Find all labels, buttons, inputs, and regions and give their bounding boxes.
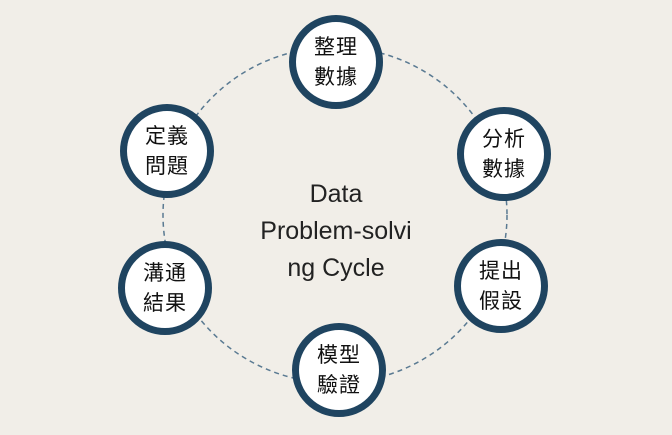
node-analyze-data-line-2: 數據 [482, 157, 526, 181]
node-model-validation-line-1: 模型 [317, 343, 361, 367]
cycle-title-line-2: Problem-solvi [260, 217, 412, 245]
node-propose-hypothesis: 提出 假設 [454, 239, 548, 333]
node-organize-data: 整理 數據 [289, 15, 383, 109]
node-analyze-data: 分析 數據 [457, 107, 551, 201]
cycle-title-line-1: Data [309, 180, 363, 208]
dashed-cycle-connector [162, 46, 508, 384]
node-model-validation: 模型 驗證 [292, 323, 386, 417]
node-define-problem-line-1: 定義 [145, 124, 189, 148]
node-communicate-results-line-2: 結果 [143, 291, 187, 315]
node-define-problem-line-2: 問題 [145, 154, 189, 178]
node-communicate-results: 溝通 結果 [118, 241, 212, 335]
node-communicate-results-line-1: 溝通 [143, 261, 187, 285]
node-organize-data-line-2: 數據 [314, 65, 358, 89]
node-propose-hypothesis-line-1: 提出 [479, 259, 523, 283]
node-define-problem: 定義 問題 [120, 104, 214, 198]
cycle-title: Data Problem-solvi ng Cycle [236, 176, 436, 287]
cycle-title-line-3: ng Cycle [287, 254, 385, 282]
node-analyze-data-line-1: 分析 [482, 127, 526, 151]
node-organize-data-line-1: 整理 [314, 35, 358, 59]
node-model-validation-line-2: 驗證 [317, 373, 361, 397]
node-propose-hypothesis-line-2: 假設 [479, 289, 523, 313]
